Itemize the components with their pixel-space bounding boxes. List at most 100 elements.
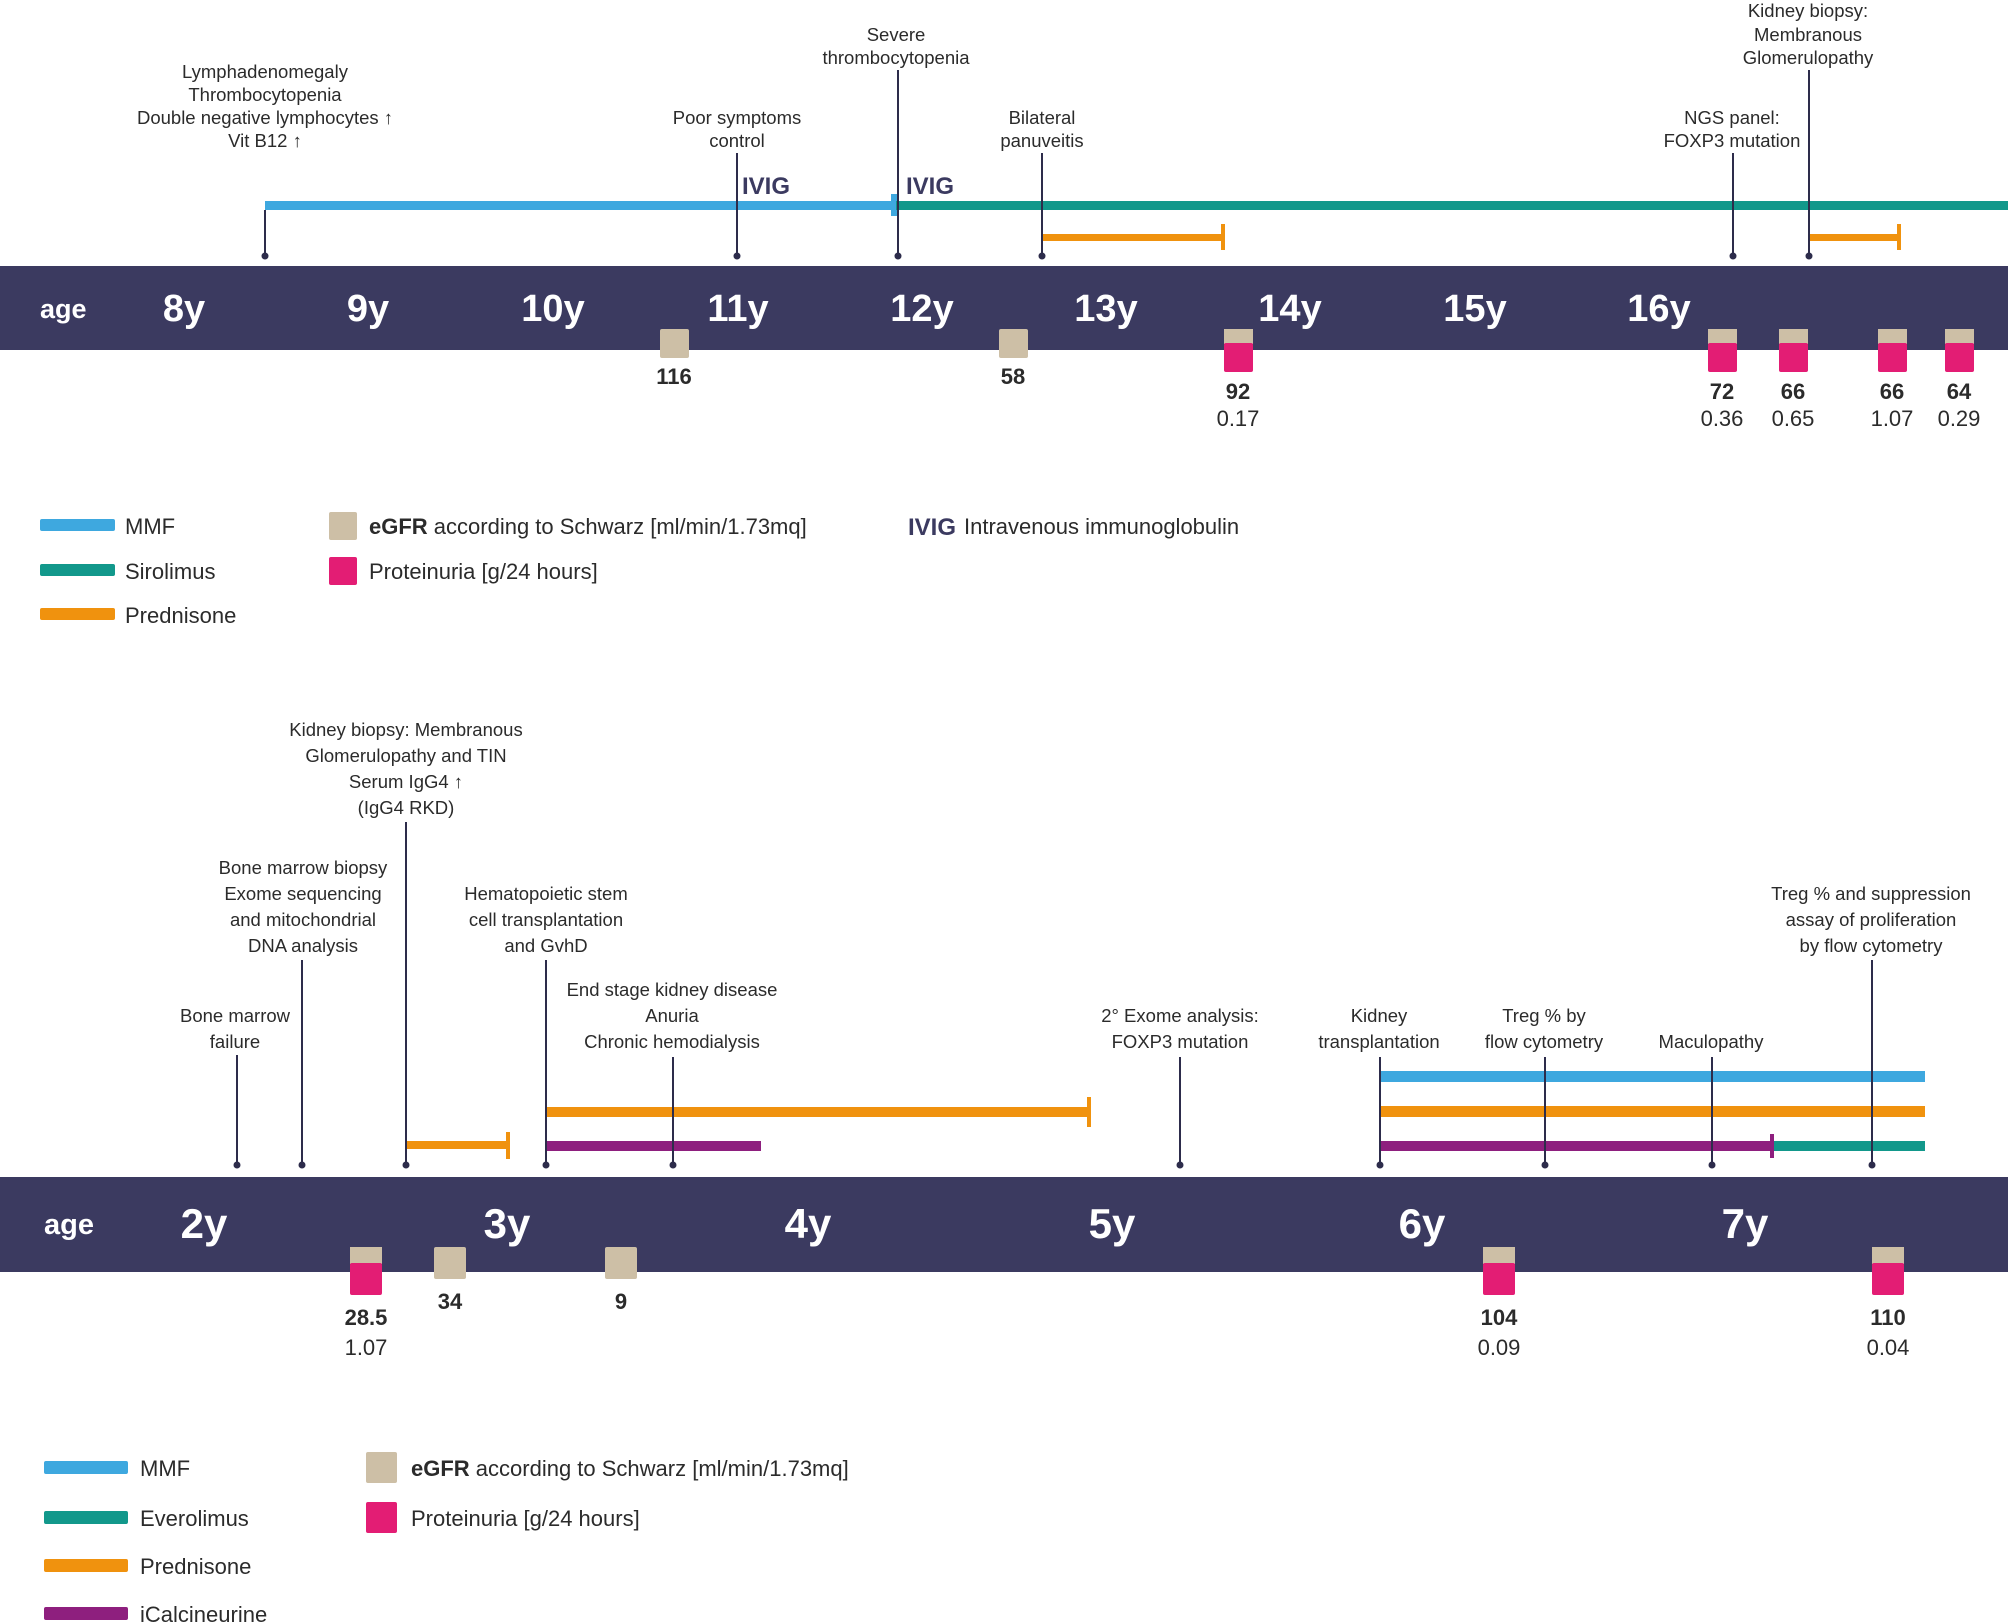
event-dot: [1805, 252, 1813, 260]
legend-swatch-egfr: [329, 512, 357, 540]
event-label-line: Lymphadenomegaly: [182, 61, 349, 82]
event-dot: [1176, 1161, 1184, 1169]
proteinuria-marker: [350, 1263, 382, 1295]
top-mmf-bar: [265, 201, 896, 210]
event-label-line: (IgG4 RKD): [358, 797, 455, 818]
legend-swatch-sirolimus: [40, 564, 115, 576]
event-label-line: NGS panel:: [1684, 107, 1780, 128]
proteinuria-value: 0.09: [1478, 1335, 1521, 1360]
event-label-line: Bone marrow: [180, 1005, 291, 1026]
legend-ivig-abbr: IVIG: [908, 514, 956, 541]
bottom-timeline: Bone marrow failure Bone marrow biopsy E…: [0, 719, 2008, 1624]
event-label-line: Thrombocytopenia: [188, 84, 342, 105]
legend-swatch-mmf: [40, 519, 115, 531]
event-label-line: FOXP3 mutation: [1112, 1031, 1249, 1052]
legend-swatch-prednisone: [44, 1559, 128, 1572]
top-measurement: 72 0.36: [1701, 329, 1743, 431]
event-label-line: Glomerulopathy and TIN: [305, 745, 506, 766]
egfr-value: 9: [615, 1289, 627, 1314]
top-age-tick: 11y: [707, 288, 768, 330]
bottom-event-bone-marrow-failure: Bone marrow failure: [180, 1005, 291, 1169]
event-label-line: Double negative lymphocytes ↑: [137, 107, 393, 128]
event-dot: [669, 1161, 677, 1169]
event-label-line: Kidney biopsy: Membranous: [289, 719, 522, 740]
egfr-value: 92: [1226, 379, 1250, 404]
top-age-tick: 14y: [1258, 288, 1321, 330]
legend-swatch-proteinuria: [366, 1502, 397, 1533]
legend-label-icalcineurine: iCalcineurine: [140, 1602, 267, 1624]
egfr-value: 110: [1870, 1305, 1906, 1330]
bottom-mmf-bar: [1380, 1071, 1925, 1082]
bottom-age-title: age: [44, 1209, 94, 1241]
top-event-poor-symptoms: Poor symptoms control: [673, 107, 801, 260]
event-label-line: Serum IgG4 ↑: [349, 771, 463, 792]
top-timeline: IVIG IVIG Lymphadenomegaly Thrombocytope…: [0, 0, 2008, 628]
proteinuria-marker: [1483, 1263, 1515, 1295]
top-event-panuveitis: Bilateral panuveitis: [1000, 107, 1084, 260]
event-label-line: Membranous: [1754, 24, 1862, 45]
bottom-age-tick: 3y: [484, 1200, 531, 1247]
legend-label-sirolimus: Sirolimus: [125, 559, 215, 584]
legend-label-proteinuria: Proteinuria [g/24 hours]: [411, 1506, 640, 1531]
top-sirolimus-bar: [896, 201, 2008, 210]
top-age-tick: 8y: [163, 288, 205, 330]
event-dot: [261, 252, 269, 260]
proteinuria-marker: [1708, 343, 1737, 372]
top-age-tick: 10y: [521, 288, 584, 330]
top-measurement: 116: [656, 329, 692, 389]
egfr-marker: [1872, 1247, 1904, 1264]
event-dot: [1708, 1161, 1716, 1169]
event-label-line: cell transplantation: [469, 909, 623, 930]
top-legend: MMF Sirolimus Prednisone eGFR according …: [40, 512, 1239, 628]
event-label-line: assay of proliferation: [1786, 909, 1957, 930]
top-event-kidney-biopsy: Kidney biopsy: Membranous Glomerulopathy: [1743, 0, 1874, 260]
bottom-prednisone-bar-1-cap: [506, 1132, 510, 1159]
bottom-icalcineurine-bar-2-cap: [1770, 1134, 1774, 1158]
event-dot: [402, 1161, 410, 1169]
egfr-value: 34: [438, 1289, 463, 1314]
event-label-line: Bilateral: [1009, 107, 1076, 128]
proteinuria-value: 0.29: [1938, 406, 1981, 431]
event-label-line: Kidney: [1351, 1005, 1408, 1026]
event-dot: [233, 1161, 241, 1169]
egfr-marker: [1483, 1247, 1515, 1264]
bottom-measurement: 28.5 1.07: [345, 1247, 387, 1360]
bottom-legend: MMF Everolimus Prednisone iCalcineurine …: [44, 1452, 849, 1624]
proteinuria-marker: [1872, 1263, 1904, 1295]
top-prednisone-bar-1-cap: [1221, 224, 1225, 250]
egfr-marker: [660, 329, 689, 358]
bottom-measurement: 9: [605, 1247, 637, 1314]
event-label-line: transplantation: [1318, 1031, 1439, 1052]
event-label-line: Chronic hemodialysis: [584, 1031, 760, 1052]
top-age-tick: 13y: [1074, 288, 1137, 330]
legend-swatch-everolimus: [44, 1511, 128, 1524]
event-label-line: panuveitis: [1000, 130, 1083, 151]
proteinuria-marker: [1224, 343, 1253, 372]
legend-swatch-icalcineurine: [44, 1607, 128, 1620]
bottom-prednisone-bar-2-cap: [1087, 1097, 1091, 1127]
bottom-age-tick: 2y: [181, 1200, 228, 1247]
event-dot: [894, 252, 902, 260]
egfr-marker: [1878, 329, 1907, 344]
event-label-line: Kidney biopsy:: [1748, 0, 1868, 21]
egfr-marker: [350, 1247, 382, 1264]
event-label-line: thrombocytopenia: [822, 47, 970, 68]
bottom-event-end-stage-kidney: End stage kidney disease Anuria Chronic …: [567, 979, 778, 1169]
egfr-value: 66: [1781, 379, 1805, 404]
event-dot: [298, 1161, 306, 1169]
proteinuria-marker: [1945, 343, 1974, 372]
bottom-event-kidney-biopsy: Kidney biopsy: Membranous Glomerulopathy…: [289, 719, 523, 1169]
event-label-line: Bone marrow biopsy: [219, 857, 388, 878]
egfr-marker: [1945, 329, 1974, 344]
bottom-prednisone-bar-1: [406, 1141, 508, 1149]
proteinuria-value: 0.04: [1867, 1335, 1910, 1360]
event-label-line: End stage kidney disease: [567, 979, 778, 1000]
legend-swatch-egfr: [366, 1452, 397, 1483]
event-label-line: 2° Exome analysis:: [1101, 1005, 1259, 1026]
legend-swatch-prednisone: [40, 608, 115, 620]
egfr-marker: [605, 1247, 637, 1279]
egfr-value: 104: [1481, 1305, 1518, 1330]
bottom-age-tick: 5y: [1089, 1200, 1136, 1247]
legend-label-prednisone: Prednisone: [140, 1554, 251, 1579]
